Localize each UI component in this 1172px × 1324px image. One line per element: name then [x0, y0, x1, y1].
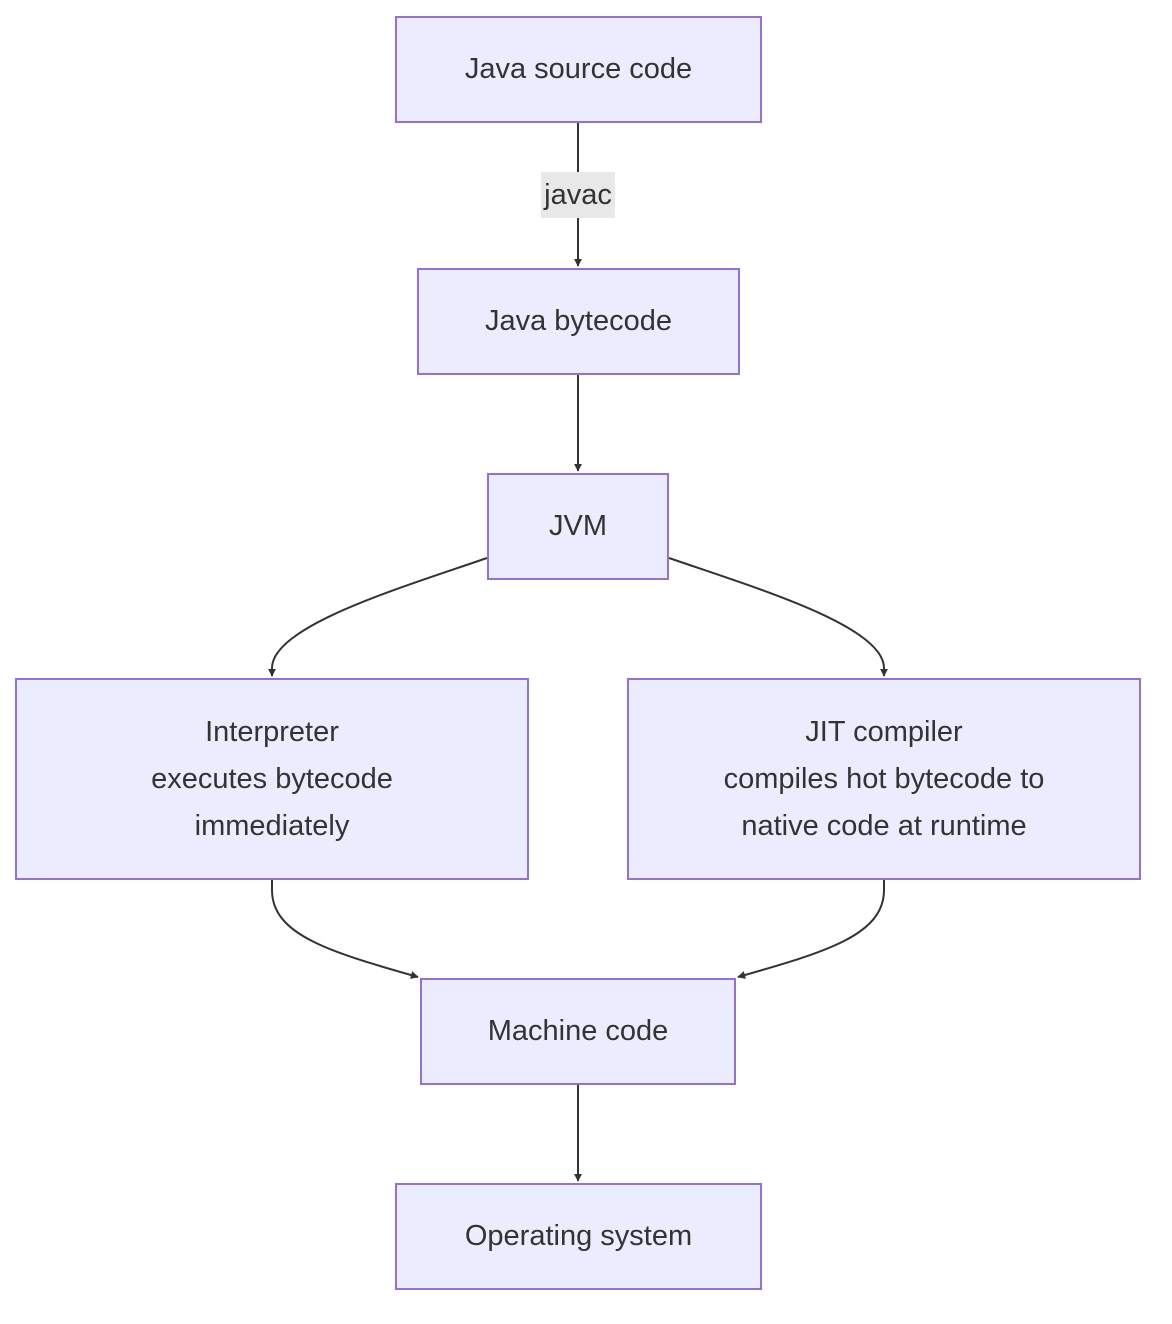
node-label: Java source code	[464, 53, 693, 85]
node-java-source-code: Java source code	[395, 16, 762, 123]
edge-jvm-to-interpreter	[268, 557, 488, 677]
node-label: Java bytecode	[484, 305, 672, 337]
node-machine-code: Machine code	[420, 978, 736, 1085]
edge-interpreter-to-machine	[271, 880, 419, 979]
node-jit-compiler: JIT compiler compiles hot bytecode to na…	[627, 678, 1141, 880]
node-operating-system: Operating system	[395, 1183, 762, 1290]
node-title: JIT compiler	[805, 715, 963, 748]
node-java-bytecode: Java bytecode	[417, 268, 740, 375]
node-title: Interpreter	[205, 715, 339, 748]
node-jvm: JVM	[487, 473, 669, 580]
node-description-line: executes bytecode	[151, 762, 393, 795]
node-description-line: immediately	[194, 809, 350, 842]
edge-jit-to-machine	[737, 880, 885, 979]
node-description-line: native code at runtime	[741, 809, 1027, 842]
node-label: Operating system	[464, 1220, 693, 1252]
edge-jvm-to-jit	[668, 557, 888, 677]
edge-label-javac: javac	[541, 172, 615, 218]
node-label: JVM	[549, 510, 607, 542]
node-description-line: compiles hot bytecode to	[723, 762, 1045, 795]
node-label: Machine code	[487, 1015, 669, 1047]
node-interpreter: Interpreter executes bytecode immediatel…	[15, 678, 529, 880]
